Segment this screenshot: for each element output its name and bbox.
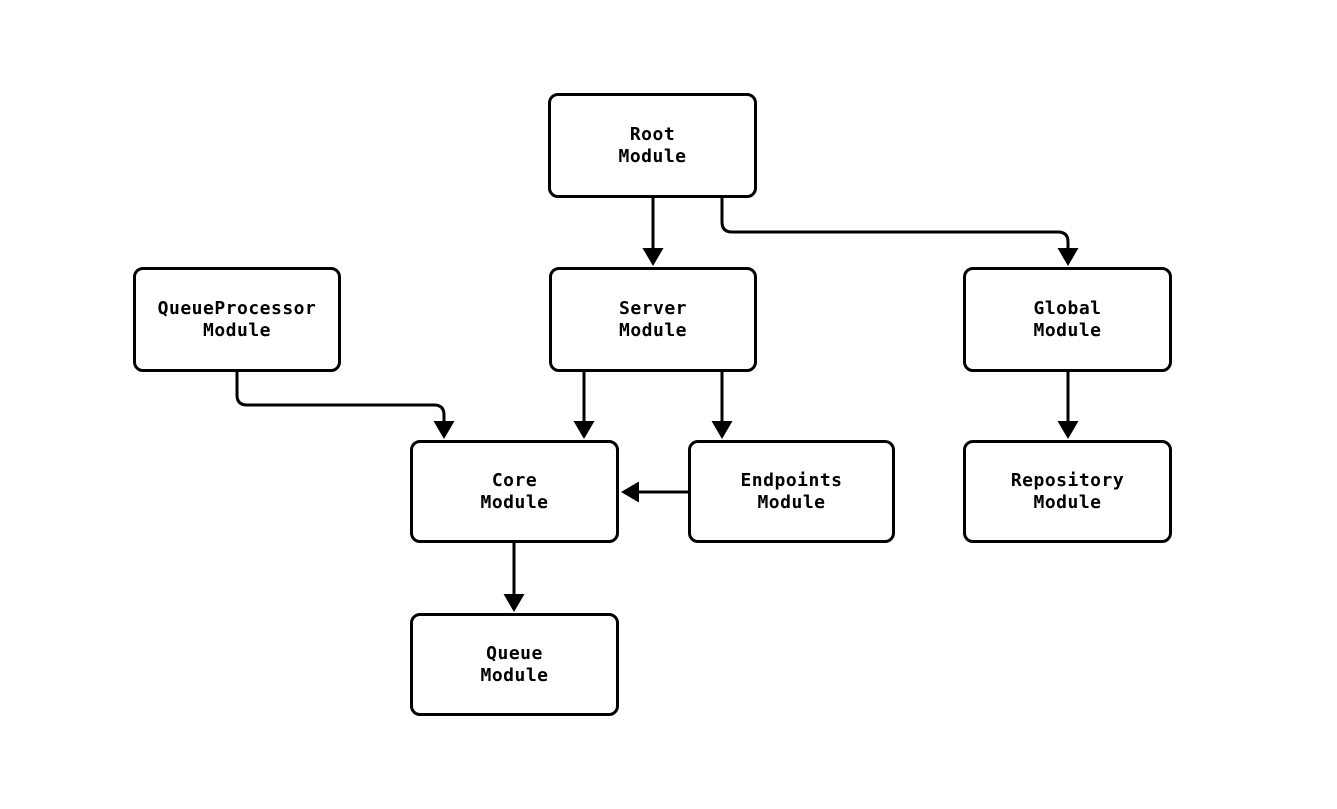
node-label: Queue Module	[480, 643, 548, 687]
node-label-line: Root	[629, 123, 676, 145]
edge-root-to-global	[720, 198, 1079, 266]
node-label: Global Module	[1033, 298, 1101, 342]
node-label-line: Module	[1033, 319, 1102, 341]
node-label-line: Module	[618, 145, 687, 167]
arrowhead-icon	[621, 481, 639, 503]
edge-server-to-endpoints	[711, 372, 733, 439]
edge-server-to-core	[573, 372, 595, 439]
node-label: QueueProcessor Module	[158, 298, 317, 342]
node-label: Repository Module	[1011, 470, 1124, 514]
arrowhead-icon	[711, 421, 733, 439]
node-queue-module: Queue Module	[410, 613, 619, 716]
node-queueprocessor-module: QueueProcessor Module	[133, 267, 341, 372]
arrowhead-icon	[1057, 421, 1079, 439]
node-core-module: Core Module	[410, 440, 619, 543]
node-label-line: Global	[1033, 297, 1102, 319]
node-root-module: Root Module	[548, 93, 757, 198]
node-label-line: Module	[480, 664, 549, 686]
arrowhead-icon	[1057, 248, 1079, 266]
arrowhead-icon	[573, 421, 595, 439]
node-label-line: Endpoints	[740, 469, 843, 491]
node-label-line: Server	[618, 297, 688, 319]
node-repository-module: Repository Module	[963, 440, 1172, 543]
edge-line	[720, 198, 1070, 250]
node-label-line: Module	[618, 319, 688, 341]
node-label-line: Core	[491, 469, 538, 491]
node-endpoints-module: Endpoints Module	[688, 440, 895, 543]
arrowhead-icon	[503, 594, 525, 612]
node-label-line: Module	[1033, 491, 1102, 513]
node-label: Root Module	[618, 124, 686, 168]
node-label-line: Module	[480, 491, 549, 513]
node-server-module: Server Module	[549, 267, 757, 372]
node-label-line: Queue	[486, 642, 543, 664]
node-label-line: Repository	[1010, 469, 1125, 491]
node-label: Endpoints Module	[740, 470, 842, 514]
node-global-module: Global Module	[963, 267, 1172, 372]
arrowhead-icon	[642, 248, 664, 266]
arrowhead-icon	[433, 421, 455, 439]
node-label-line: Module	[202, 319, 272, 341]
node-label-line: QueueProcessor	[157, 297, 317, 319]
node-label: Core Module	[480, 470, 548, 514]
edge-queueprocessor-to-core	[235, 372, 455, 439]
node-label: Server Module	[619, 298, 687, 342]
edge-global-to-repository	[1057, 372, 1079, 439]
edge-endpoints-to-core	[621, 481, 688, 503]
edge-core-to-queue	[503, 543, 525, 612]
edge-root-to-server	[642, 198, 664, 266]
edge-line	[235, 372, 446, 423]
node-label-line: Module	[757, 491, 826, 513]
